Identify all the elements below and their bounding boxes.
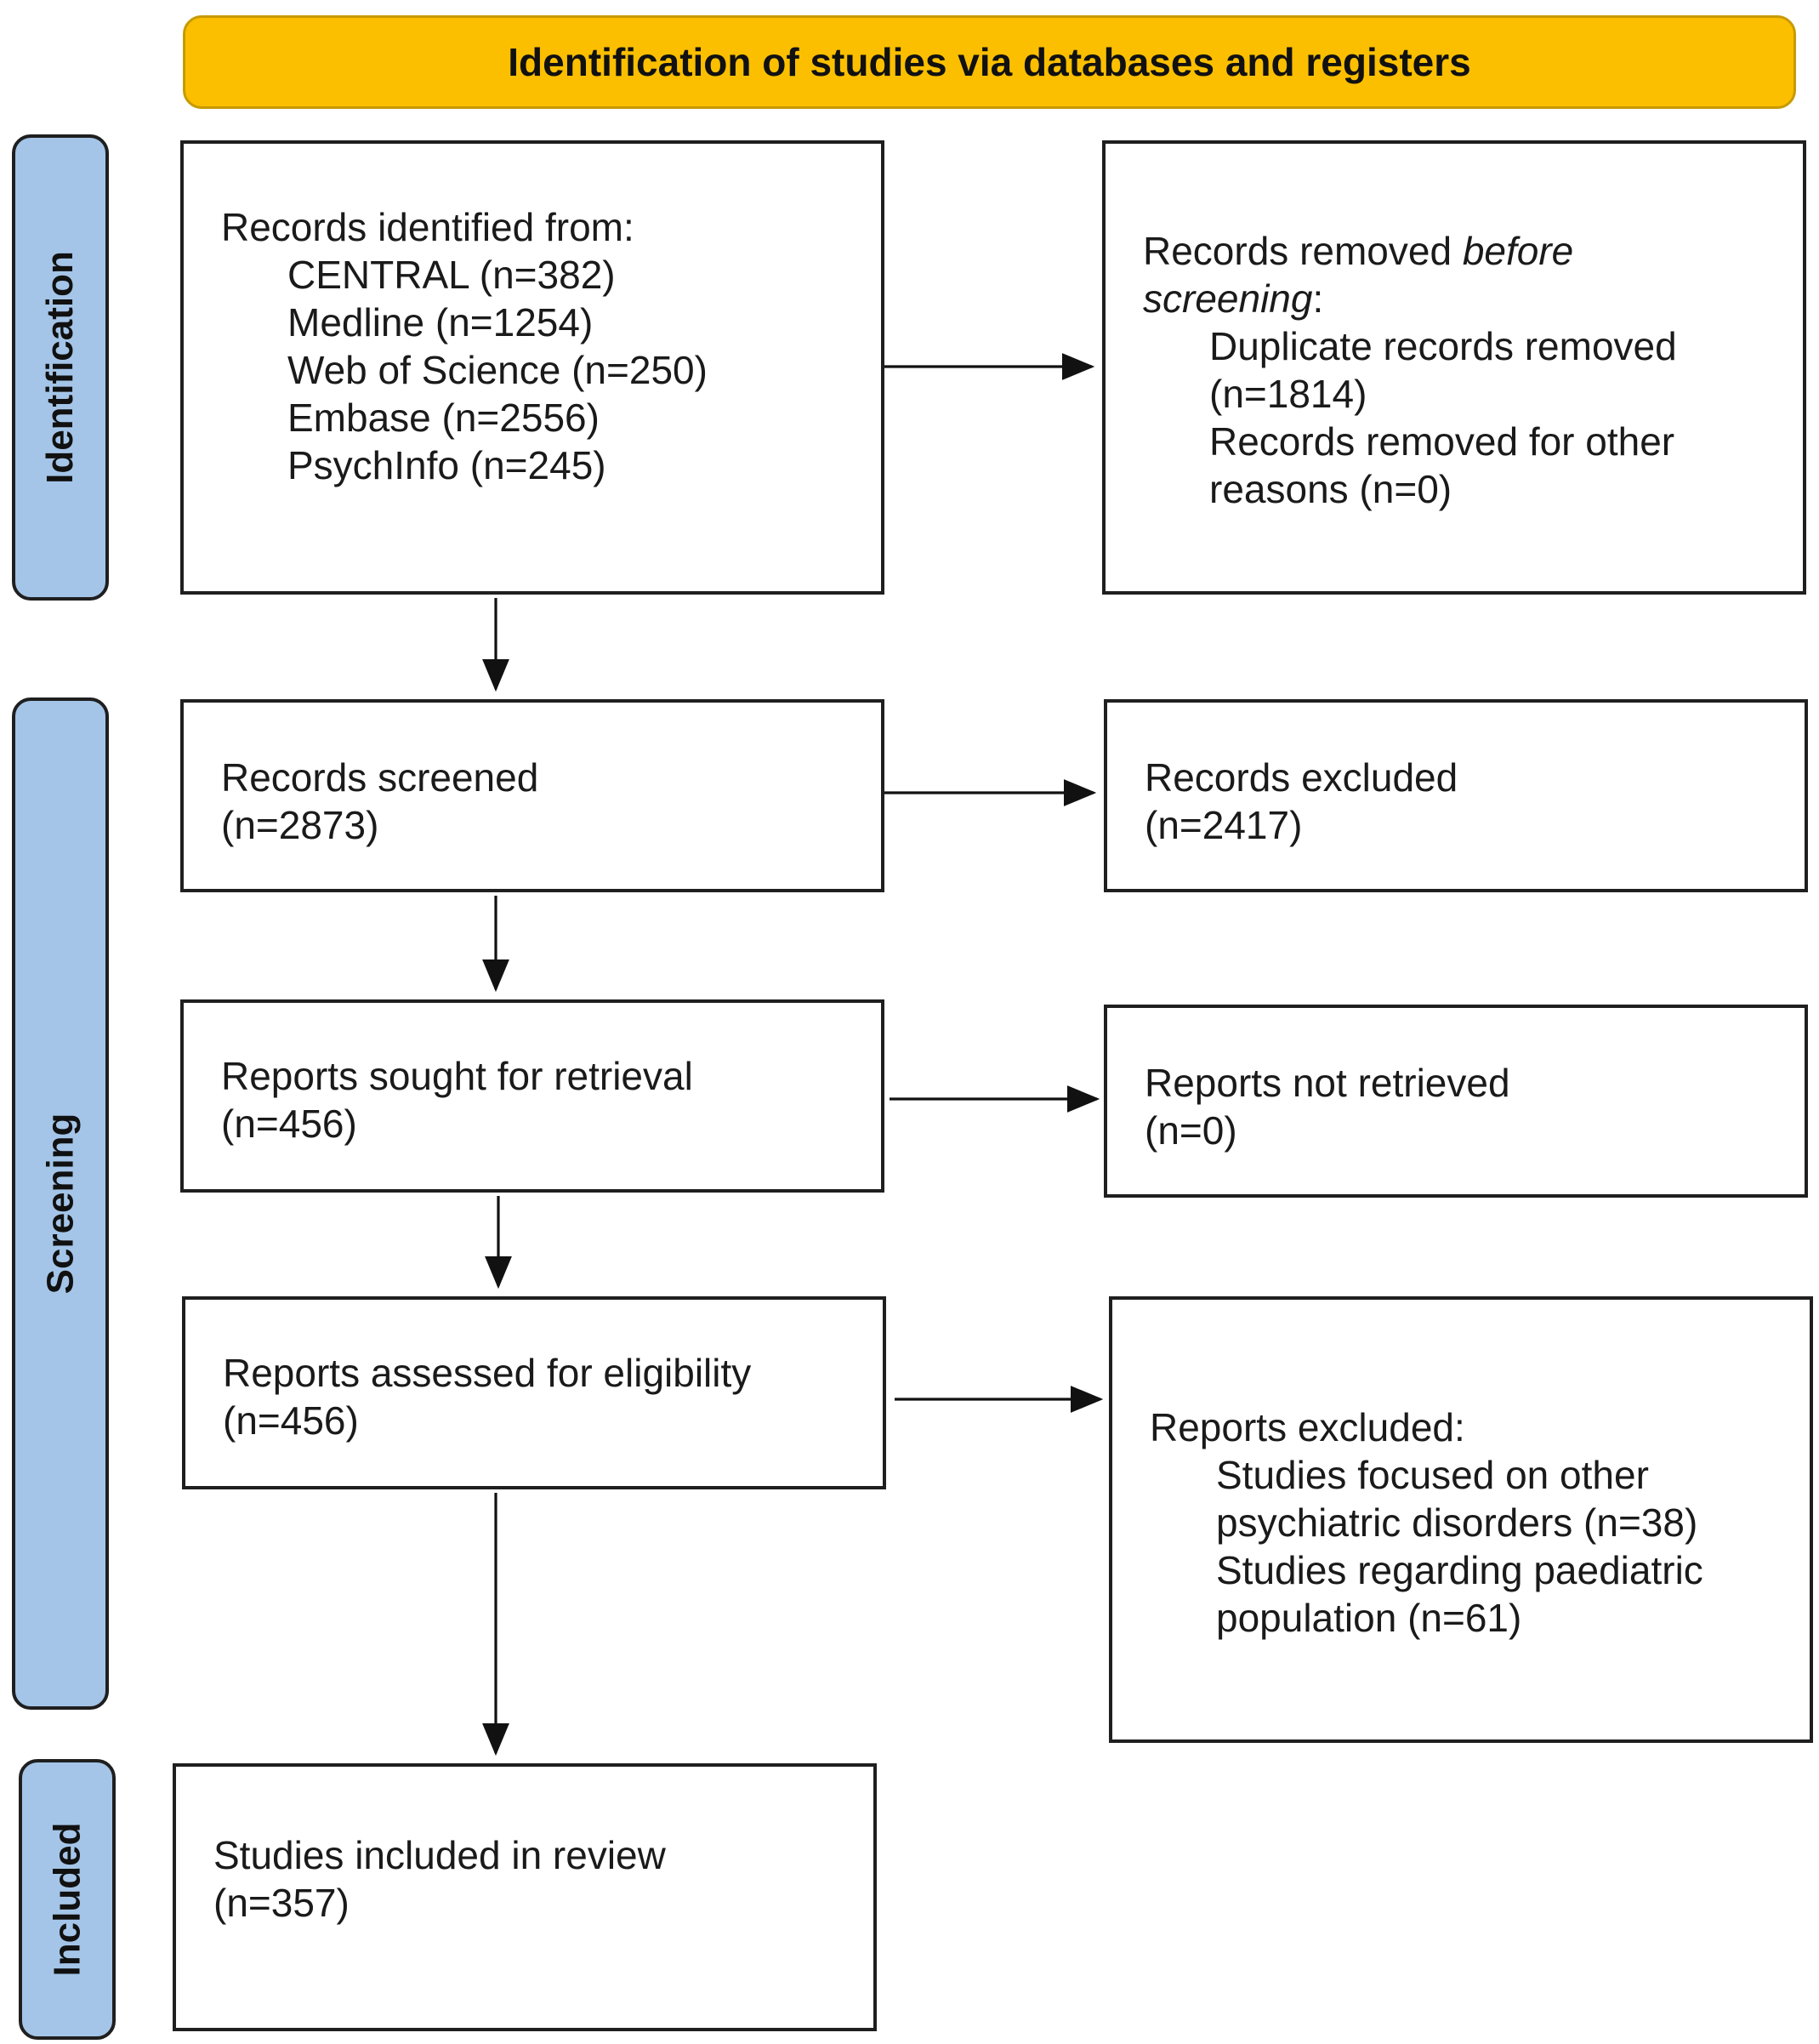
phase-included: Included <box>19 1759 116 2040</box>
records-removed-heading-cont: screening: <box>1143 276 1324 321</box>
reason-other-disorders-line2: psychiatric disorders (n=38) <box>1216 1500 1698 1545</box>
phase-screening-label: Screening <box>39 1113 81 1295</box>
records-identified-box: Records identified from: CENTRAL (n=382)… <box>180 140 884 595</box>
reports-assessed-label: Reports assessed for eligibility <box>223 1351 752 1395</box>
screening-emphasis: screening <box>1143 276 1313 321</box>
records-identified-heading: Records identified from: <box>221 205 634 249</box>
phase-identification: Identification <box>12 134 109 601</box>
reports-assessed-box: Reports assessed for eligibility (n=456) <box>182 1296 886 1489</box>
studies-included-box: Studies included in review (n=357) <box>173 1763 877 2031</box>
records-screened-box: Records screened (n=2873) <box>180 699 884 892</box>
records-screened-count: (n=2873) <box>221 803 379 847</box>
header-title: Identification of studies via databases … <box>183 15 1796 109</box>
records-removed-heading: Records removed before <box>1143 229 1574 273</box>
reports-not-retrieved-label: Reports not retrieved <box>1145 1061 1510 1105</box>
reports-sought-box: Reports sought for retrieval (n=456) <box>180 999 884 1193</box>
duplicates-line1: Duplicate records removed <box>1209 324 1677 368</box>
records-screened-label: Records screened <box>221 755 539 800</box>
reports-excluded-heading: Reports excluded: <box>1150 1405 1465 1449</box>
source-medline: Medline (n=1254) <box>287 300 594 344</box>
phase-screening: Screening <box>12 697 109 1710</box>
other-reasons-line2: reasons (n=0) <box>1209 467 1452 511</box>
studies-included-label: Studies included in review <box>213 1833 666 1877</box>
source-web-of-science: Web of Science (n=250) <box>287 348 708 392</box>
records-excluded-box: Records excluded (n=2417) <box>1104 699 1808 892</box>
phase-included-label: Included <box>46 1822 88 1977</box>
reason-paediatric-line1: Studies regarding paediatric <box>1216 1548 1703 1592</box>
duplicates-line2: (n=1814) <box>1209 372 1367 416</box>
reason-other-disorders-line1: Studies focused on other <box>1216 1453 1649 1497</box>
source-psychinfo: PsychInfo (n=245) <box>287 443 606 487</box>
reason-paediatric-line2: population (n=61) <box>1216 1596 1522 1640</box>
reports-assessed-count: (n=456) <box>223 1398 359 1443</box>
records-excluded-label: Records excluded <box>1145 755 1458 800</box>
reports-not-retrieved-box: Reports not retrieved (n=0) <box>1104 1005 1808 1198</box>
phase-identification-label: Identification <box>39 251 81 484</box>
source-central: CENTRAL (n=382) <box>287 253 616 297</box>
other-reasons-line1: Records removed for other <box>1209 419 1675 464</box>
before-emphasis: before <box>1462 229 1574 273</box>
source-embase: Embase (n=2556) <box>287 396 600 440</box>
reports-excluded-box: Reports excluded: Studies focused on oth… <box>1109 1296 1813 1743</box>
records-excluded-count: (n=2417) <box>1145 803 1303 847</box>
reports-sought-count: (n=456) <box>221 1102 357 1146</box>
records-removed-box: Records removed before screening: Duplic… <box>1102 140 1806 595</box>
studies-included-count: (n=357) <box>213 1881 350 1925</box>
reports-sought-label: Reports sought for retrieval <box>221 1054 693 1098</box>
reports-not-retrieved-count: (n=0) <box>1145 1108 1237 1153</box>
